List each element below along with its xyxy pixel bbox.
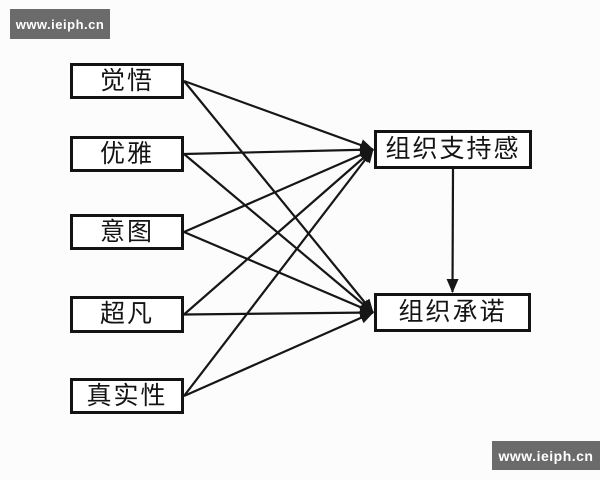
node-elegance-label: 优雅 [99,140,154,168]
node-authenticity: 真实性 [70,378,184,414]
watermark-bottom-right: www.ieiph.cn [492,441,600,470]
node-perceived-organizational-support-label: 组织支持感 [385,136,521,163]
node-intention-label: 意图 [99,218,154,246]
edge-elegance-to-commitment [183,153,374,314]
edge-transcendence-to-support [183,148,374,316]
edge-authenticity-to-commitment [183,311,374,398]
edge-intention-to-commitment [183,230,374,314]
watermark-top-left: www.ieiph.cn [10,9,110,39]
node-authenticity-label: 真实性 [86,382,168,410]
edge-awareness-to-commitment [183,80,374,314]
node-elegance: 优雅 [70,136,184,172]
node-transcendence: 超凡 [70,296,184,333]
edge-authenticity-to-support [183,148,374,397]
edge-support-to-commitment [446,168,459,293]
node-organizational-commitment-label: 组织承诺 [398,299,507,326]
node-awareness-label: 觉悟 [99,67,154,95]
watermark-top-left-text: www.ieiph.cn [15,16,105,32]
node-transcendence-label: 超凡 [99,301,154,328]
node-organizational-commitment: 组织承诺 [374,293,531,332]
node-perceived-organizational-support: 组织支持感 [374,130,532,169]
edge-intention-to-support [183,148,374,234]
edge-awareness-to-support [183,79,374,151]
edge-group [183,79,459,398]
edge-elegance-to-support [183,143,374,156]
node-awareness: 觉悟 [70,63,184,99]
edge-transcendence-to-commitment [183,306,374,319]
node-intention: 意图 [70,214,184,250]
watermark-bottom-right-text: www.ieiph.cn [498,447,594,464]
